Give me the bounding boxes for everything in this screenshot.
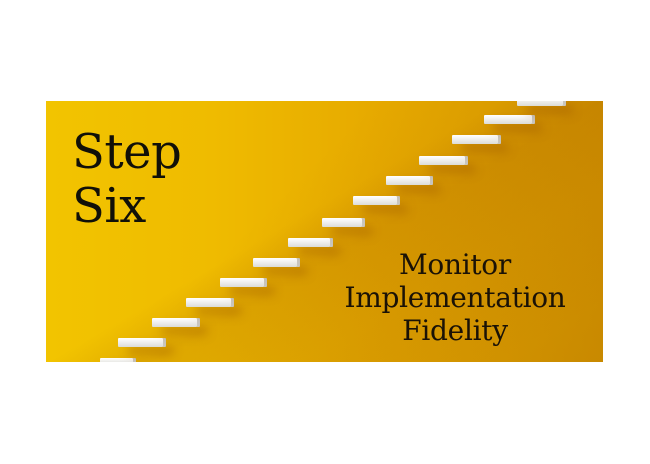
- stair-step: [288, 238, 330, 247]
- stair-step: [152, 318, 197, 327]
- stair-step: [353, 196, 397, 205]
- stair-step: [322, 218, 362, 227]
- step-title: Step Six: [72, 124, 182, 234]
- stair-step: [517, 101, 563, 106]
- subtitle-line-monitor: Monitor: [399, 248, 511, 281]
- stair-step: [118, 338, 163, 347]
- stair-step: [186, 298, 231, 307]
- stair-step: [100, 358, 133, 362]
- subtitle-line-implementation: Implementation: [344, 281, 566, 314]
- stair-step: [253, 258, 297, 267]
- subtitle-line-fidelity: Fidelity: [402, 314, 508, 347]
- stair-step: [386, 176, 430, 185]
- step-six-banner: Step Six Monitor Implementation Fidelity: [46, 101, 603, 362]
- step-subtitle: Monitor Implementation Fidelity: [331, 248, 579, 347]
- stair-step: [419, 156, 465, 165]
- title-line-step: Step: [72, 124, 182, 180]
- stair-step: [220, 278, 264, 287]
- stair-step: [452, 135, 498, 144]
- title-line-six: Six: [72, 178, 146, 234]
- stair-step: [484, 115, 532, 124]
